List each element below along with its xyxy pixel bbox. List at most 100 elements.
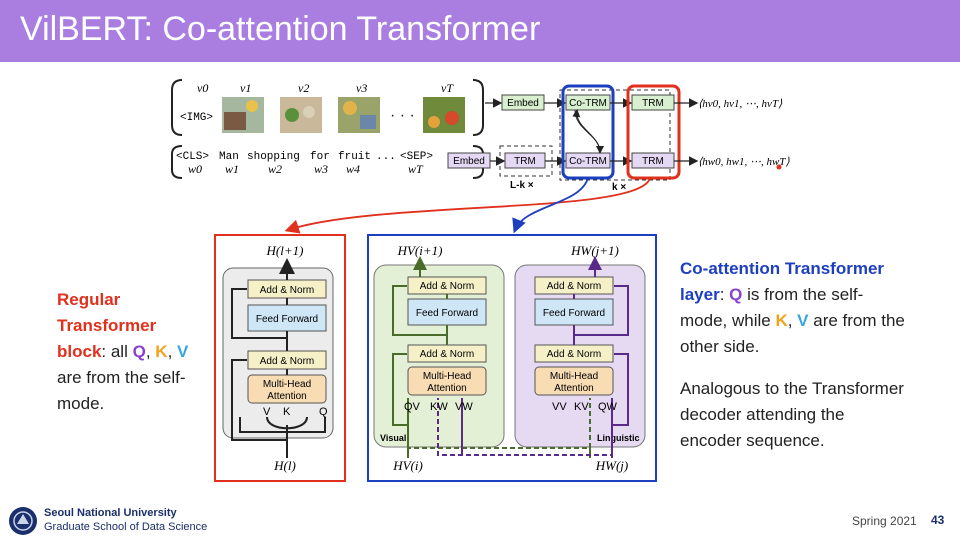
hv-bottom-label: HV(i)	[392, 458, 423, 473]
co-desc-q: Q	[729, 285, 743, 304]
w-label-T: wT	[408, 162, 424, 176]
blue-connector	[512, 177, 589, 234]
token-fruit: fruit	[338, 151, 371, 163]
add-norm-top-label: Add & Norm	[260, 285, 314, 296]
co-attention-paragraph-1: Co-attention Transformer layer: Q is fro…	[680, 256, 910, 360]
mha-line2: Attention	[267, 391, 306, 402]
page-number: 43	[931, 513, 945, 527]
regular-desc-comma1: ,	[145, 342, 156, 361]
feed-forward	[247, 304, 327, 332]
visual-bracket-left	[171, 79, 183, 136]
co-desc-v: V	[797, 311, 809, 330]
l-add-norm-bottom-label: Add & Norm	[547, 349, 601, 360]
v-add-norm-top-label: Add & Norm	[420, 281, 474, 292]
h-top-label: H(l+1)	[266, 243, 304, 258]
visual-bracket-right	[472, 79, 484, 136]
trm-highlight-box	[626, 84, 681, 180]
v-label-1: v1	[240, 81, 251, 95]
v-mha-line2: Attention	[427, 383, 466, 394]
regular-desc-comma2: ,	[167, 342, 178, 361]
footer-date: Spring 2021	[852, 514, 917, 528]
embed-visual-label: Embed	[507, 98, 539, 109]
token-shopping: shopping	[247, 151, 300, 163]
mha-line1: Multi-Head	[263, 379, 311, 390]
l-mha	[534, 366, 614, 396]
w-label-4: w4	[346, 162, 360, 176]
output-visual: ⟨hv0, hv1, ⋯, hvT⟩	[698, 98, 783, 110]
snu-logo	[9, 507, 37, 535]
feed-forward-label: Feed Forward	[256, 314, 318, 325]
text-bracket-left	[171, 145, 183, 179]
trm-text-label: TRM	[514, 156, 536, 167]
top-diagram: v0 v1 v2 v3 vT <IMG> · · · <CLS> Man s	[171, 79, 790, 234]
co-attention-description: Co-attention Transformer layer: Q is fro…	[680, 256, 910, 454]
kw-input: KW	[430, 401, 448, 413]
hv-top-label: HV(i+1)	[397, 243, 443, 258]
cotrm-visual-label: Co-TRM	[569, 98, 607, 109]
w-label-3: w3	[314, 162, 328, 176]
v-label-0: v0	[197, 81, 208, 95]
lk-label: L-k ×	[510, 180, 534, 191]
output-text: ⟨hw0, hw1, ⋯, hwT⟩	[698, 156, 790, 168]
red-connector	[284, 177, 651, 234]
vw-input: VW	[455, 401, 473, 413]
w-label-0: w0	[188, 162, 202, 176]
v-label-3: v3	[356, 81, 367, 95]
k-label: k ×	[612, 182, 626, 193]
regular-desc-k: K	[155, 342, 168, 361]
image-patch-1	[222, 97, 264, 133]
co-desc-k: K	[775, 311, 788, 330]
v-feed-forward-label: Feed Forward	[416, 308, 478, 319]
input-q: Q	[319, 406, 328, 418]
token-man: Man	[219, 151, 239, 163]
l-feed-forward-label: Feed Forward	[543, 308, 605, 319]
l-mha-line2: Attention	[554, 383, 593, 394]
qw-input: QW	[598, 401, 618, 413]
qv-input: QV	[404, 401, 421, 413]
image-ellipsis: · · ·	[390, 107, 415, 124]
co-attention-heading: Co-attention Transformer layer	[680, 259, 885, 304]
visual-arrows	[392, 256, 591, 458]
footer-university: Seoul National University	[44, 507, 177, 519]
cotrm-text-label: Co-TRM	[569, 156, 607, 167]
regular-desc-q: Q	[132, 342, 146, 361]
embed-text-label: Embed	[453, 156, 485, 167]
vv-input: VV	[552, 401, 567, 413]
slide-title: VilBERT: Co-attention Transformer	[20, 10, 541, 48]
add-norm-bottom-label: Add & Norm	[260, 356, 314, 367]
token-cls: <CLS>	[176, 151, 209, 163]
linguistic-arrows	[437, 256, 629, 458]
image-patch-3	[338, 97, 380, 133]
v-mha-line1: Multi-Head	[423, 371, 471, 382]
token-sep: <SEP>	[400, 151, 433, 163]
hw-bottom-label: HW(j)	[595, 458, 629, 473]
co-attention-block: Visual Linguistic HV(i+1) HW(j+1) HV(i) …	[367, 234, 657, 482]
regular-desc-colon: : all	[101, 342, 133, 361]
w-label-2: w2	[268, 162, 282, 176]
trm-text2-label: TRM	[642, 156, 664, 167]
token-ellipsis: ...	[376, 151, 396, 163]
linguistic-label: Linguistic	[597, 433, 640, 443]
v-mha	[407, 366, 487, 396]
visual-label: Visual	[380, 433, 406, 443]
image-patch-2	[280, 97, 322, 133]
hw-top-label: HW(j+1)	[570, 243, 619, 258]
regular-transformer-block: H(l+1) H(l) Add & Norm Feed Forward Add …	[214, 234, 346, 482]
co-desc-mid: is from the self-mode, while	[680, 285, 864, 330]
regular-block-description: Regular Transformer block: all Q, K, V a…	[57, 287, 207, 417]
v-feed-forward	[407, 298, 487, 326]
img-token: <IMG>	[180, 112, 213, 124]
w-label-1: w1	[225, 162, 239, 176]
regular-desc-tail: are from the self-mode.	[57, 368, 186, 413]
k-dashed-box	[559, 89, 671, 181]
co-desc-comma: ,	[787, 311, 798, 330]
co-desc-tail: are from the other side.	[680, 311, 905, 356]
title-bar: VilBERT: Co-attention Transformer	[0, 0, 960, 62]
footer-school: Graduate School of Data Science	[44, 521, 208, 533]
co-desc-colon: :	[719, 285, 730, 304]
l-mha-line1: Multi-Head	[550, 371, 598, 382]
token-for: for	[310, 151, 330, 163]
v-label-T: vT	[441, 81, 454, 95]
red-dot	[776, 164, 782, 170]
